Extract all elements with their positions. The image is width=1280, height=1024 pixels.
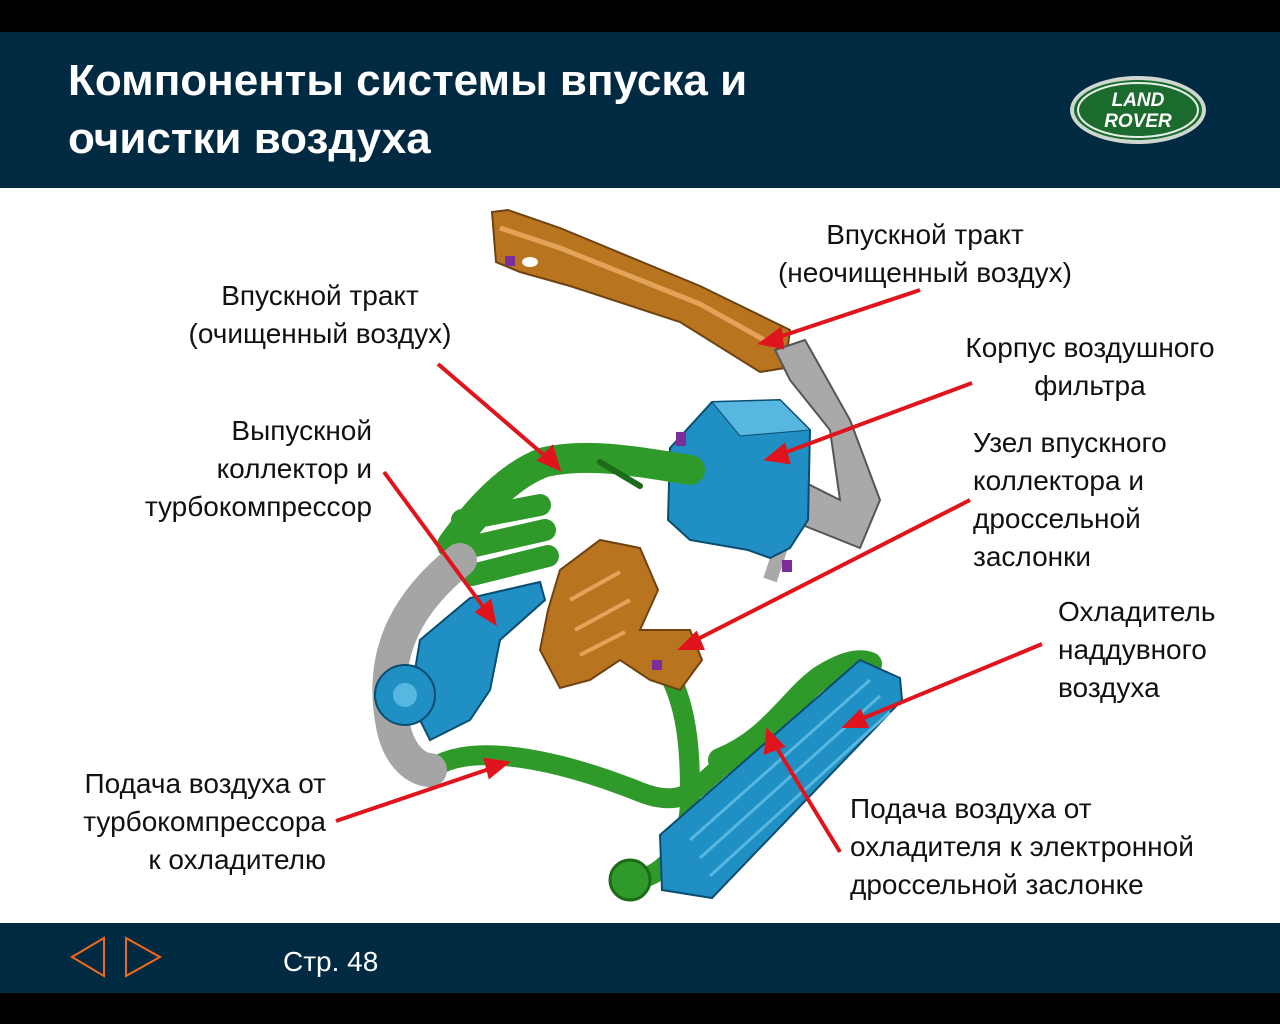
previous-slide-button[interactable] bbox=[66, 934, 110, 980]
air-filter-housing-illustration bbox=[666, 398, 812, 572]
label-intake-raw-air: Впускной тракт (неочищенный воздух) bbox=[777, 219, 1072, 288]
label-cooler-to-throttle: Подача воздуха от охладителя к электронн… bbox=[850, 793, 1194, 900]
land-rover-logo: LAND ROVER bbox=[1070, 76, 1206, 144]
label-intake-clean-air: Впускной тракт (очищенный воздух) bbox=[188, 280, 452, 349]
page-number: Стр. 48 bbox=[283, 946, 379, 977]
label-turbo-to-cooler: Подача воздуха от турбокомпрессора к охл… bbox=[83, 768, 326, 875]
slide-header bbox=[0, 32, 1280, 188]
slide-footer bbox=[0, 923, 1280, 993]
label-intake-manifold-throttle: Узел впускного коллектора и дроссельной … bbox=[973, 427, 1167, 572]
next-slide-button[interactable] bbox=[122, 934, 166, 980]
slide-title: Компоненты системы впуска и очистки возд… bbox=[68, 56, 748, 163]
turbocharger-illustration bbox=[374, 580, 547, 742]
callout-arrows bbox=[335, 288, 1043, 854]
raw-air-duct-illustration bbox=[490, 208, 792, 374]
label-air-filter-housing: Корпус воздушного фильтра bbox=[965, 332, 1215, 401]
logo-text-rover: ROVER bbox=[1104, 111, 1172, 132]
bottom-black-bar bbox=[0, 993, 1280, 1024]
intake-manifold-illustration bbox=[538, 538, 704, 692]
top-black-bar bbox=[0, 0, 1280, 32]
label-exhaust-manifold-turbo: Выпускной коллектор и турбокомпрессор bbox=[144, 415, 372, 522]
triangle-right-icon bbox=[125, 936, 163, 978]
logo-text-land: LAND bbox=[1112, 90, 1165, 111]
label-intercooler: Охладитель наддувного воздуха bbox=[1058, 596, 1216, 703]
triangle-left-icon bbox=[70, 936, 105, 978]
